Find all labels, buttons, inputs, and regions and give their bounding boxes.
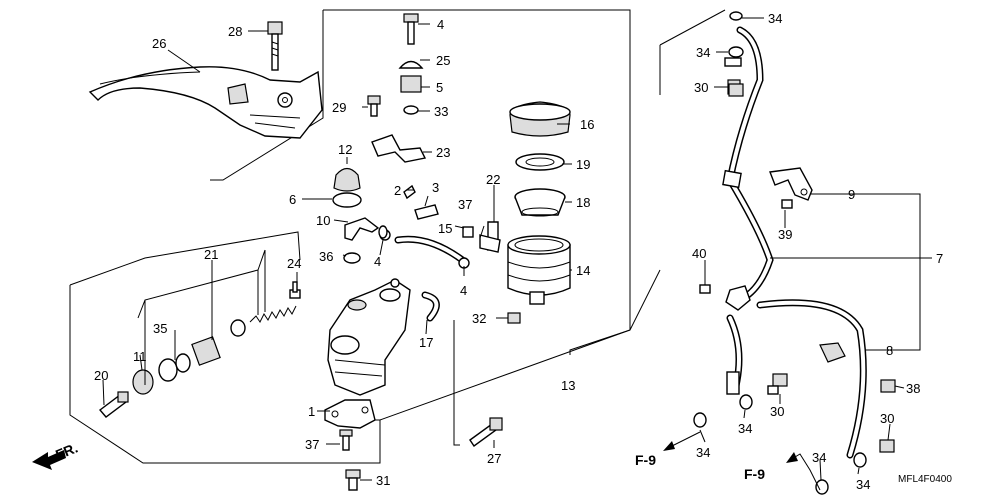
callout-4-top: 4 bbox=[437, 17, 444, 32]
reservoir-hose bbox=[379, 229, 470, 322]
callout-2: 2 bbox=[394, 183, 401, 198]
callout-37-bottom: 37 bbox=[305, 437, 319, 452]
ref-f9-left: F-9 bbox=[635, 452, 656, 468]
callout-39: 39 bbox=[778, 227, 792, 242]
callout-33: 33 bbox=[434, 104, 448, 119]
callout-labels: 28 26 4 25 5 33 29 23 12 2 3 6 10 36 4 4… bbox=[53, 11, 952, 492]
front-arrow-icon bbox=[32, 450, 66, 470]
callout-32: 32 bbox=[472, 311, 486, 326]
reservoir-parts bbox=[507, 101, 571, 305]
callout-8: 8 bbox=[886, 343, 893, 358]
callout-29: 29 bbox=[332, 100, 346, 115]
callout-34-low: 34 bbox=[812, 450, 826, 465]
callout-18: 18 bbox=[576, 195, 590, 210]
callout-22: 22 bbox=[486, 172, 500, 187]
callout-37-top: 37 bbox=[458, 197, 472, 212]
callout-14: 14 bbox=[576, 263, 590, 278]
callout-12: 12 bbox=[338, 142, 352, 157]
banjo-bolts bbox=[693, 11, 896, 495]
piston-set bbox=[132, 305, 297, 395]
callout-26: 26 bbox=[152, 36, 166, 51]
callout-23: 23 bbox=[436, 145, 450, 160]
holder bbox=[324, 399, 376, 429]
small-bolts bbox=[98, 226, 521, 491]
callout-9: 9 bbox=[848, 187, 855, 202]
callout-36: 36 bbox=[319, 249, 333, 264]
callout-6: 6 bbox=[289, 192, 296, 207]
callout-30-mid: 30 bbox=[770, 404, 784, 419]
reservoir-clamp bbox=[479, 221, 501, 253]
callout-15: 15 bbox=[438, 221, 452, 236]
leader-lines bbox=[102, 17, 932, 481]
callout-7: 7 bbox=[936, 251, 943, 266]
callout-34-left: 34 bbox=[696, 445, 710, 460]
callout-20: 20 bbox=[94, 368, 108, 383]
callout-1: 1 bbox=[308, 404, 315, 419]
callout-16: 16 bbox=[580, 117, 594, 132]
callout-34-bottom: 34 bbox=[856, 477, 870, 492]
callout-30-right: 30 bbox=[880, 411, 894, 426]
callout-5: 5 bbox=[436, 80, 443, 95]
brake-hoses bbox=[722, 26, 867, 459]
callout-34-mid: 34 bbox=[738, 421, 752, 436]
callout-34-upper: 34 bbox=[696, 45, 710, 60]
callout-17: 17 bbox=[419, 335, 433, 350]
callout-28: 28 bbox=[228, 24, 242, 39]
callout-38: 38 bbox=[906, 381, 920, 396]
callout-19: 19 bbox=[576, 157, 590, 172]
callout-21: 21 bbox=[204, 247, 218, 262]
callout-11: 11 bbox=[133, 349, 147, 364]
callout-35: 35 bbox=[153, 321, 167, 336]
callout-10: 10 bbox=[316, 213, 330, 228]
front-direction-label: FR. bbox=[53, 439, 80, 462]
callout-40: 40 bbox=[692, 246, 706, 261]
ref-f9-right: F-9 bbox=[744, 466, 765, 482]
callout-27: 27 bbox=[487, 451, 501, 466]
callout-3: 3 bbox=[432, 180, 439, 195]
callout-25: 25 bbox=[436, 53, 450, 68]
callout-4-mid: 4 bbox=[374, 254, 381, 269]
master-cylinder-body bbox=[327, 278, 411, 396]
switch-stack bbox=[332, 13, 439, 264]
callout-24: 24 bbox=[287, 256, 301, 271]
pivot-bolt bbox=[267, 21, 283, 71]
callout-31: 31 bbox=[376, 473, 390, 488]
assembly-frame-lines bbox=[69, 9, 726, 464]
brake-lever bbox=[88, 66, 323, 139]
f9-arrow-right bbox=[786, 452, 821, 491]
hose-stays bbox=[769, 167, 846, 363]
callout-30-top: 30 bbox=[694, 80, 708, 95]
callout-13: 13 bbox=[561, 378, 575, 393]
f9-arrow-left bbox=[663, 431, 701, 451]
diagram-code: MFL4F0400 bbox=[898, 474, 952, 485]
callout-4-right: 4 bbox=[460, 283, 467, 298]
callout-34-top: 34 bbox=[768, 11, 782, 26]
